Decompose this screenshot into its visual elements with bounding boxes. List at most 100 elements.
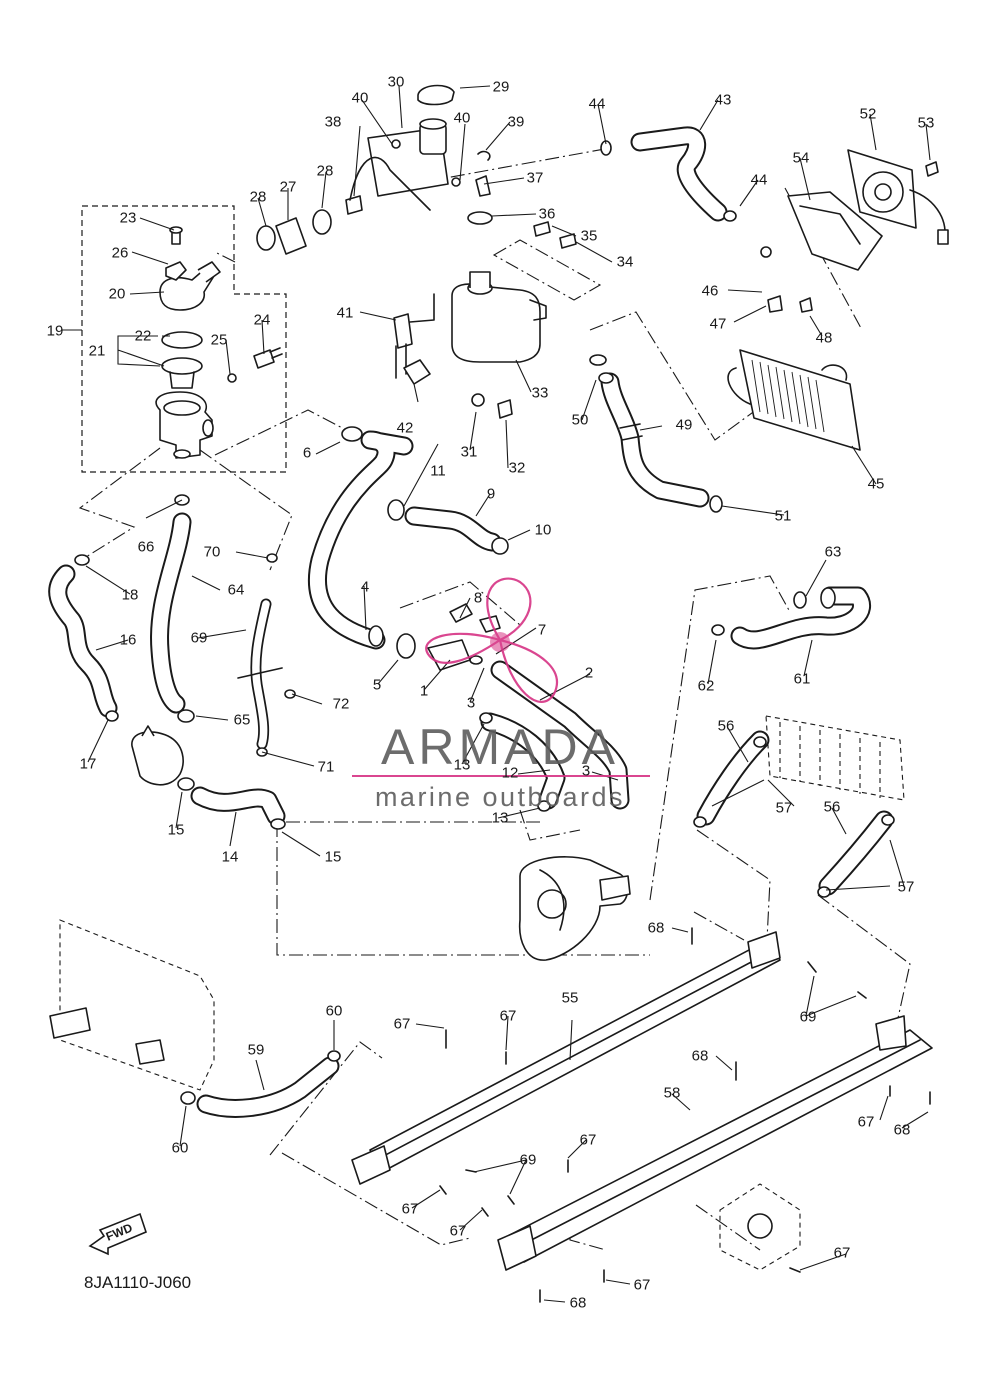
callout-15b: 15: [325, 849, 342, 866]
callout-40a: 40: [352, 90, 369, 107]
callout-21: 21: [89, 343, 106, 360]
callout-1: 1: [420, 683, 428, 700]
callout-35: 35: [581, 228, 598, 245]
callout-20: 20: [109, 286, 126, 303]
radiator-cap: [417, 84, 455, 106]
callout-56a: 56: [718, 718, 735, 735]
callout-27: 27: [280, 179, 297, 196]
callout-6: 6: [303, 445, 311, 462]
diagram-code: 8JA1110-J060: [84, 1273, 191, 1292]
thermostat: [161, 357, 203, 375]
callout-19: 19: [47, 323, 64, 340]
fwd-arrow: FWD: [88, 1212, 147, 1256]
callout-labels: 1 2 3 3 4 5 6 7 8 9 10 11 12 13 13 14 15…: [47, 74, 935, 1312]
callout-44b: 44: [751, 172, 768, 189]
callout-50: 50: [572, 412, 589, 429]
oil-cooler: [739, 349, 861, 451]
callout-57b: 57: [898, 879, 915, 896]
rivets: [439, 927, 931, 1303]
callout-68c: 68: [894, 1122, 911, 1139]
callout-38: 38: [325, 114, 342, 131]
callout-32: 32: [509, 460, 526, 477]
callout-10: 10: [535, 522, 552, 539]
callout-71: 70: [204, 544, 221, 561]
callout-28a: 28: [250, 189, 267, 206]
callout-73: 72: [333, 696, 350, 713]
callout-15a: 15: [168, 822, 185, 839]
callout-57a: 57: [776, 800, 793, 817]
callout-52: 52: [860, 106, 877, 123]
callout-37: 37: [527, 170, 544, 187]
callout-43: 43: [715, 92, 732, 109]
thermostat-gasket: [161, 331, 203, 349]
callout-5: 5: [373, 677, 381, 694]
callout-67f: 67: [858, 1114, 875, 1131]
callout-70: 69: [191, 630, 208, 647]
callout-47: 47: [710, 316, 727, 333]
callout-45: 45: [868, 476, 885, 493]
fan-shroud: [787, 191, 883, 271]
callout-40b: 40: [454, 110, 471, 127]
callout-69a: 69: [520, 1152, 537, 1169]
callout-64: 64: [228, 582, 245, 599]
callout-41: 41: [337, 305, 354, 322]
callout-67h: 67: [634, 1277, 651, 1294]
callout-54: 54: [793, 150, 810, 167]
propeller-logo: [425, 577, 559, 703]
callout-25: 25: [211, 332, 228, 349]
callout-67c: 67: [580, 1132, 597, 1149]
callout-58: 58: [664, 1085, 681, 1102]
callout-67e: 67: [450, 1223, 467, 1240]
callout-30: 30: [388, 74, 405, 91]
callout-62: 62: [698, 678, 715, 695]
callout-60b: 60: [172, 1140, 189, 1157]
watermark-brand: ARMADA: [381, 719, 619, 775]
callout-53: 53: [918, 115, 935, 132]
callout-11: 11: [430, 463, 446, 480]
callout-14: 14: [222, 849, 239, 866]
clip-42: [403, 359, 431, 385]
callout-66: 66: [138, 539, 155, 556]
assembly-guide-lines: [62, 147, 911, 1251]
callout-22: 22: [135, 328, 152, 345]
lower-right-assembly: [518, 715, 905, 961]
callout-8: 8: [474, 590, 482, 607]
callout-7: 7: [538, 622, 546, 639]
cooler-and-fan: [589, 126, 949, 513]
callout-12: 12: [502, 765, 519, 782]
callout-46: 46: [702, 283, 719, 300]
callout-44a: 44: [589, 96, 606, 113]
fan-motor: [847, 149, 917, 229]
callout-61: 61: [794, 671, 811, 688]
frame-rails: [49, 919, 933, 1271]
callout-2: 2: [585, 665, 593, 682]
heat-exchanger: [765, 715, 905, 801]
thermostat-assembly: [155, 226, 283, 459]
callout-67b: 67: [500, 1008, 517, 1025]
callout-68a: 68: [648, 920, 665, 937]
watermark: ARMADA marine outboards: [352, 577, 650, 812]
watermark-tagline: marine outboards: [375, 782, 625, 812]
callout-34: 34: [617, 254, 634, 271]
callout-13a: 13: [454, 757, 471, 774]
callout-68b: 68: [692, 1048, 709, 1065]
callout-63: 63: [825, 544, 842, 561]
callout-65: 65: [234, 712, 251, 729]
callout-67g: 67: [834, 1245, 851, 1262]
middle-hoses: [48, 426, 871, 830]
callout-3b: 3: [582, 763, 590, 780]
callout-36: 36: [539, 206, 556, 223]
bracket-left: [59, 919, 215, 1091]
callout-68d: 68: [570, 1295, 587, 1312]
callout-42: 42: [397, 420, 414, 437]
clamp-28a: [256, 225, 276, 251]
callout-24: 24: [254, 312, 271, 329]
callout-67a: 67: [394, 1016, 411, 1033]
callout-16: 16: [120, 632, 137, 649]
water-pump: [518, 856, 629, 961]
callout-13b: 13: [492, 810, 509, 827]
bracket-right: [719, 1183, 801, 1271]
hose-27: [275, 217, 307, 255]
callout-leaders: [85, 85, 931, 1303]
callout-17: 17: [80, 756, 97, 773]
